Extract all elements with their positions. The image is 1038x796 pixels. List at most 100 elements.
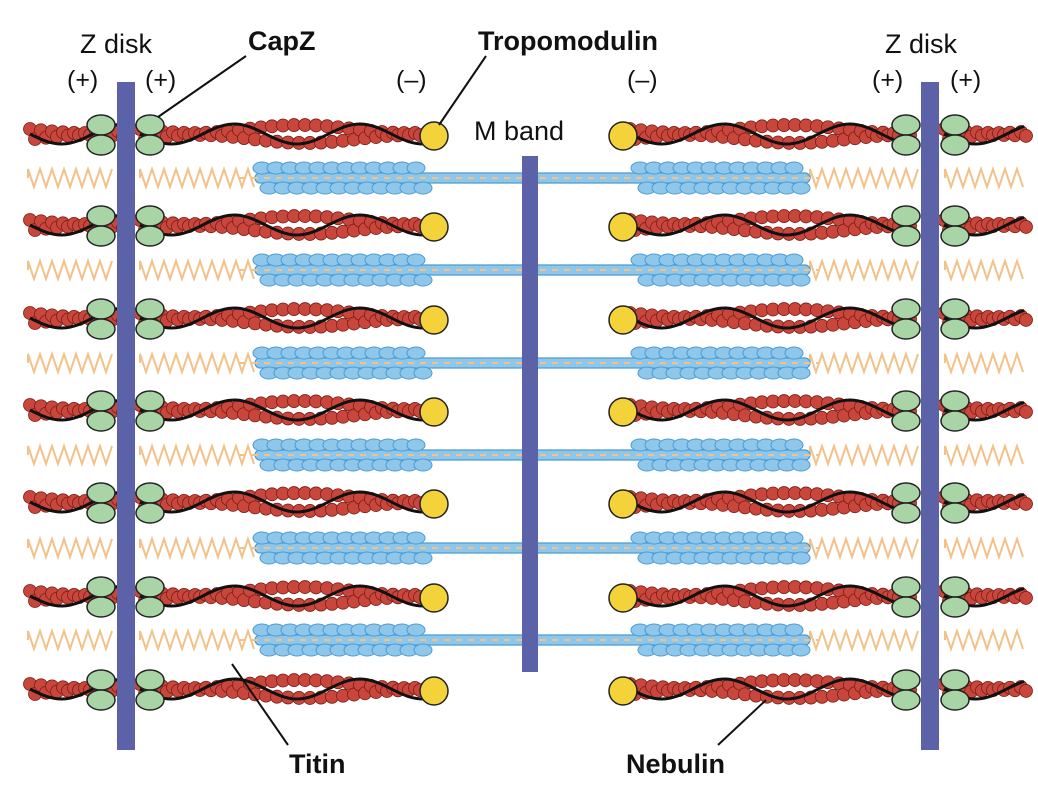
myosin-head <box>406 623 426 637</box>
tropomodulin-cap <box>608 489 638 519</box>
plus-end-label: (+) <box>145 66 176 94</box>
titin-spring <box>139 627 255 653</box>
capz-subunit <box>135 596 165 618</box>
myosin-head <box>413 273 433 287</box>
capz-subunit <box>940 114 970 136</box>
capz-subunit <box>86 689 116 711</box>
capz-subunit <box>86 390 116 412</box>
myosin-head <box>406 346 426 360</box>
titin-spring <box>809 257 919 283</box>
capz-subunit <box>135 225 165 247</box>
nebulin-strand <box>139 306 425 330</box>
minus-end-label: (–) <box>396 66 427 94</box>
actin-filament <box>608 673 917 706</box>
capz-label: CapZ <box>248 26 316 56</box>
capz-subunit <box>86 225 116 247</box>
capz-subunit <box>86 134 116 156</box>
tropomodulin-cap <box>419 583 449 613</box>
nebulin-strand <box>629 490 915 514</box>
tropomodulin-label: Tropomodulin <box>478 26 658 56</box>
myosin-head <box>791 643 811 657</box>
capz-caps <box>86 114 970 711</box>
capz-subunit <box>940 134 970 156</box>
capz-subunit <box>86 576 116 598</box>
minus-end-label: (–) <box>627 66 658 94</box>
actin-bead <box>1019 129 1033 143</box>
nebulin-strand <box>629 584 915 608</box>
plus-end-label: (+) <box>67 66 98 94</box>
nebulin-leader-line <box>717 699 767 746</box>
capz-subunit <box>891 482 921 504</box>
myosin-head <box>791 181 811 195</box>
capz-subunit <box>135 205 165 227</box>
capz-subunit <box>86 298 116 320</box>
capz-subunit <box>86 596 116 618</box>
titin-spring <box>809 442 919 468</box>
nebulin-strand <box>139 398 425 422</box>
titin-spring <box>944 257 1024 283</box>
myosin-head <box>784 623 804 637</box>
tropomodulin-cap <box>419 676 449 706</box>
titin-spring <box>27 257 113 283</box>
capz-subunit <box>940 502 970 524</box>
thick-filament <box>240 161 820 195</box>
capz-subunit <box>940 689 970 711</box>
thick-filament <box>240 346 820 380</box>
capz-subunit <box>940 225 970 247</box>
actin-filament <box>133 580 449 613</box>
capz-subunit <box>86 410 116 432</box>
tropomodulin-cap <box>419 305 449 335</box>
myosin-head <box>784 531 804 545</box>
tropomodulin-cap <box>608 305 638 335</box>
titin-spring <box>809 165 919 191</box>
capz-subunit <box>135 114 165 136</box>
capz-subunit <box>135 318 165 340</box>
myosin-head <box>791 551 811 565</box>
capz-subunit <box>940 390 970 412</box>
actin-filament <box>608 394 917 427</box>
actin-filament <box>133 118 449 151</box>
actin-filament <box>133 302 449 335</box>
actin-bead <box>1019 220 1033 234</box>
actin-bead <box>1019 313 1033 327</box>
capz-subunit <box>891 298 921 320</box>
actin-bead <box>1019 497 1033 511</box>
tropomodulin-cap <box>608 583 638 613</box>
nebulin-strand <box>139 122 425 146</box>
titin-spring <box>944 165 1024 191</box>
titin-spring <box>809 627 919 653</box>
tropomodulin-cap <box>608 212 638 242</box>
titin-filaments <box>27 165 1024 653</box>
capz-subunit <box>940 669 970 691</box>
nebulin-strand <box>629 122 915 146</box>
titin-spring <box>944 535 1024 561</box>
capz-subunit <box>940 205 970 227</box>
actin-filament <box>608 302 917 335</box>
actin-filament <box>608 580 917 613</box>
titin-spring <box>27 350 113 376</box>
titin-spring <box>944 627 1024 653</box>
nebulin-strand <box>139 213 425 237</box>
nebulin-strand <box>629 398 915 422</box>
tropomodulin-cap <box>608 121 638 151</box>
titin-spring <box>139 442 255 468</box>
capz-subunit <box>891 114 921 136</box>
nebulin-strand <box>629 213 915 237</box>
capz-subunit <box>86 114 116 136</box>
nebulin-strand <box>139 584 425 608</box>
nebulin-strand <box>139 490 425 514</box>
capz-leader-line <box>157 55 247 118</box>
myosin-head <box>791 366 811 380</box>
titin-spring <box>139 350 255 376</box>
nebulin-strand <box>629 306 915 330</box>
actin-filament <box>608 118 917 151</box>
z-disk-right <box>921 82 939 750</box>
myosin-head <box>406 253 426 267</box>
titin-spring <box>809 535 919 561</box>
myosin-head <box>784 253 804 267</box>
m-band-label: M band <box>474 116 564 146</box>
capz-subunit <box>86 482 116 504</box>
capz-subunit <box>891 669 921 691</box>
actin-filament <box>133 209 449 242</box>
